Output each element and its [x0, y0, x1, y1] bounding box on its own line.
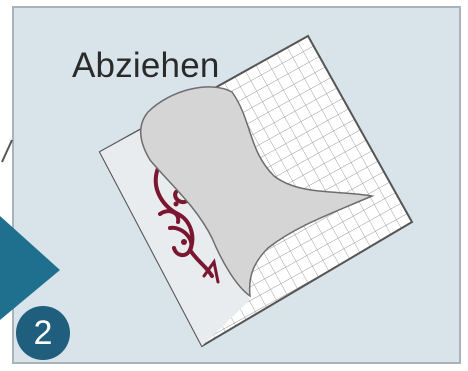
step-number-badge: 2 [16, 306, 70, 360]
tick-mark [2, 140, 12, 162]
play-arrow-icon [0, 216, 60, 320]
